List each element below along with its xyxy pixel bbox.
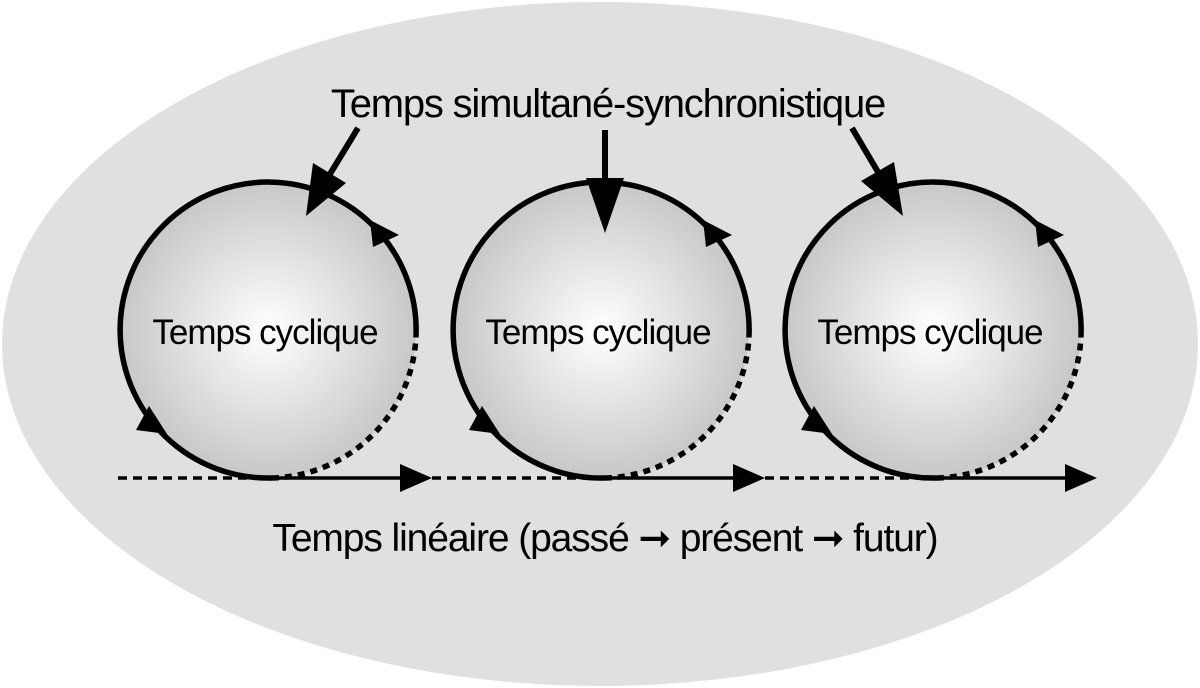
sync-arrow-3-head [861, 162, 903, 216]
cycle-3-sphere [785, 182, 1081, 478]
sync-arrow-1-shaft [327, 126, 361, 176]
timeline-arrowhead-2 [733, 464, 765, 492]
timeline-arrowhead-3 [1065, 464, 1097, 492]
cycle-2-sphere [453, 182, 749, 478]
cycle-2: Temps cyclique [450, 179, 752, 481]
cycle-1-upper-arrowhead [370, 220, 399, 247]
sync-arrow-2-head [586, 178, 624, 233]
cycle-3-dashed-arc [936, 335, 1084, 481]
synchronistic-arrows [306, 126, 903, 233]
cycle-3: Temps cyclique [782, 179, 1084, 481]
cycle-3-lower-arrowhead [801, 406, 832, 434]
cycle-3-upper-arrowhead [1035, 220, 1064, 247]
synchronistic-time-label: Temps simultané-synchronistique [331, 82, 885, 126]
cycle-2-upper-arrowhead [703, 220, 732, 247]
cycle-2-label: Temps cyclique [485, 313, 710, 352]
cycle-2-lower-arrowhead [469, 406, 500, 434]
cycle-1: Temps cyclique [117, 179, 419, 481]
sync-arrow-1-head [306, 163, 346, 216]
linear-timeline [118, 464, 1097, 492]
cycle-2-dashed-arc [604, 335, 752, 481]
linear-time-label: Temps linéaire (passé ➞ présent ➞ futur) [272, 517, 937, 560]
timeline-arrowhead-1 [400, 464, 432, 492]
sync-arrow-3-shaft [849, 126, 881, 174]
cycle-1-dashed-arc [271, 335, 419, 481]
cycle-3-label: Temps cyclique [817, 313, 1042, 352]
cycle-1-label: Temps cyclique [152, 313, 377, 352]
cycle-1-sphere [120, 182, 416, 478]
cycle-1-lower-arrowhead [136, 406, 167, 434]
